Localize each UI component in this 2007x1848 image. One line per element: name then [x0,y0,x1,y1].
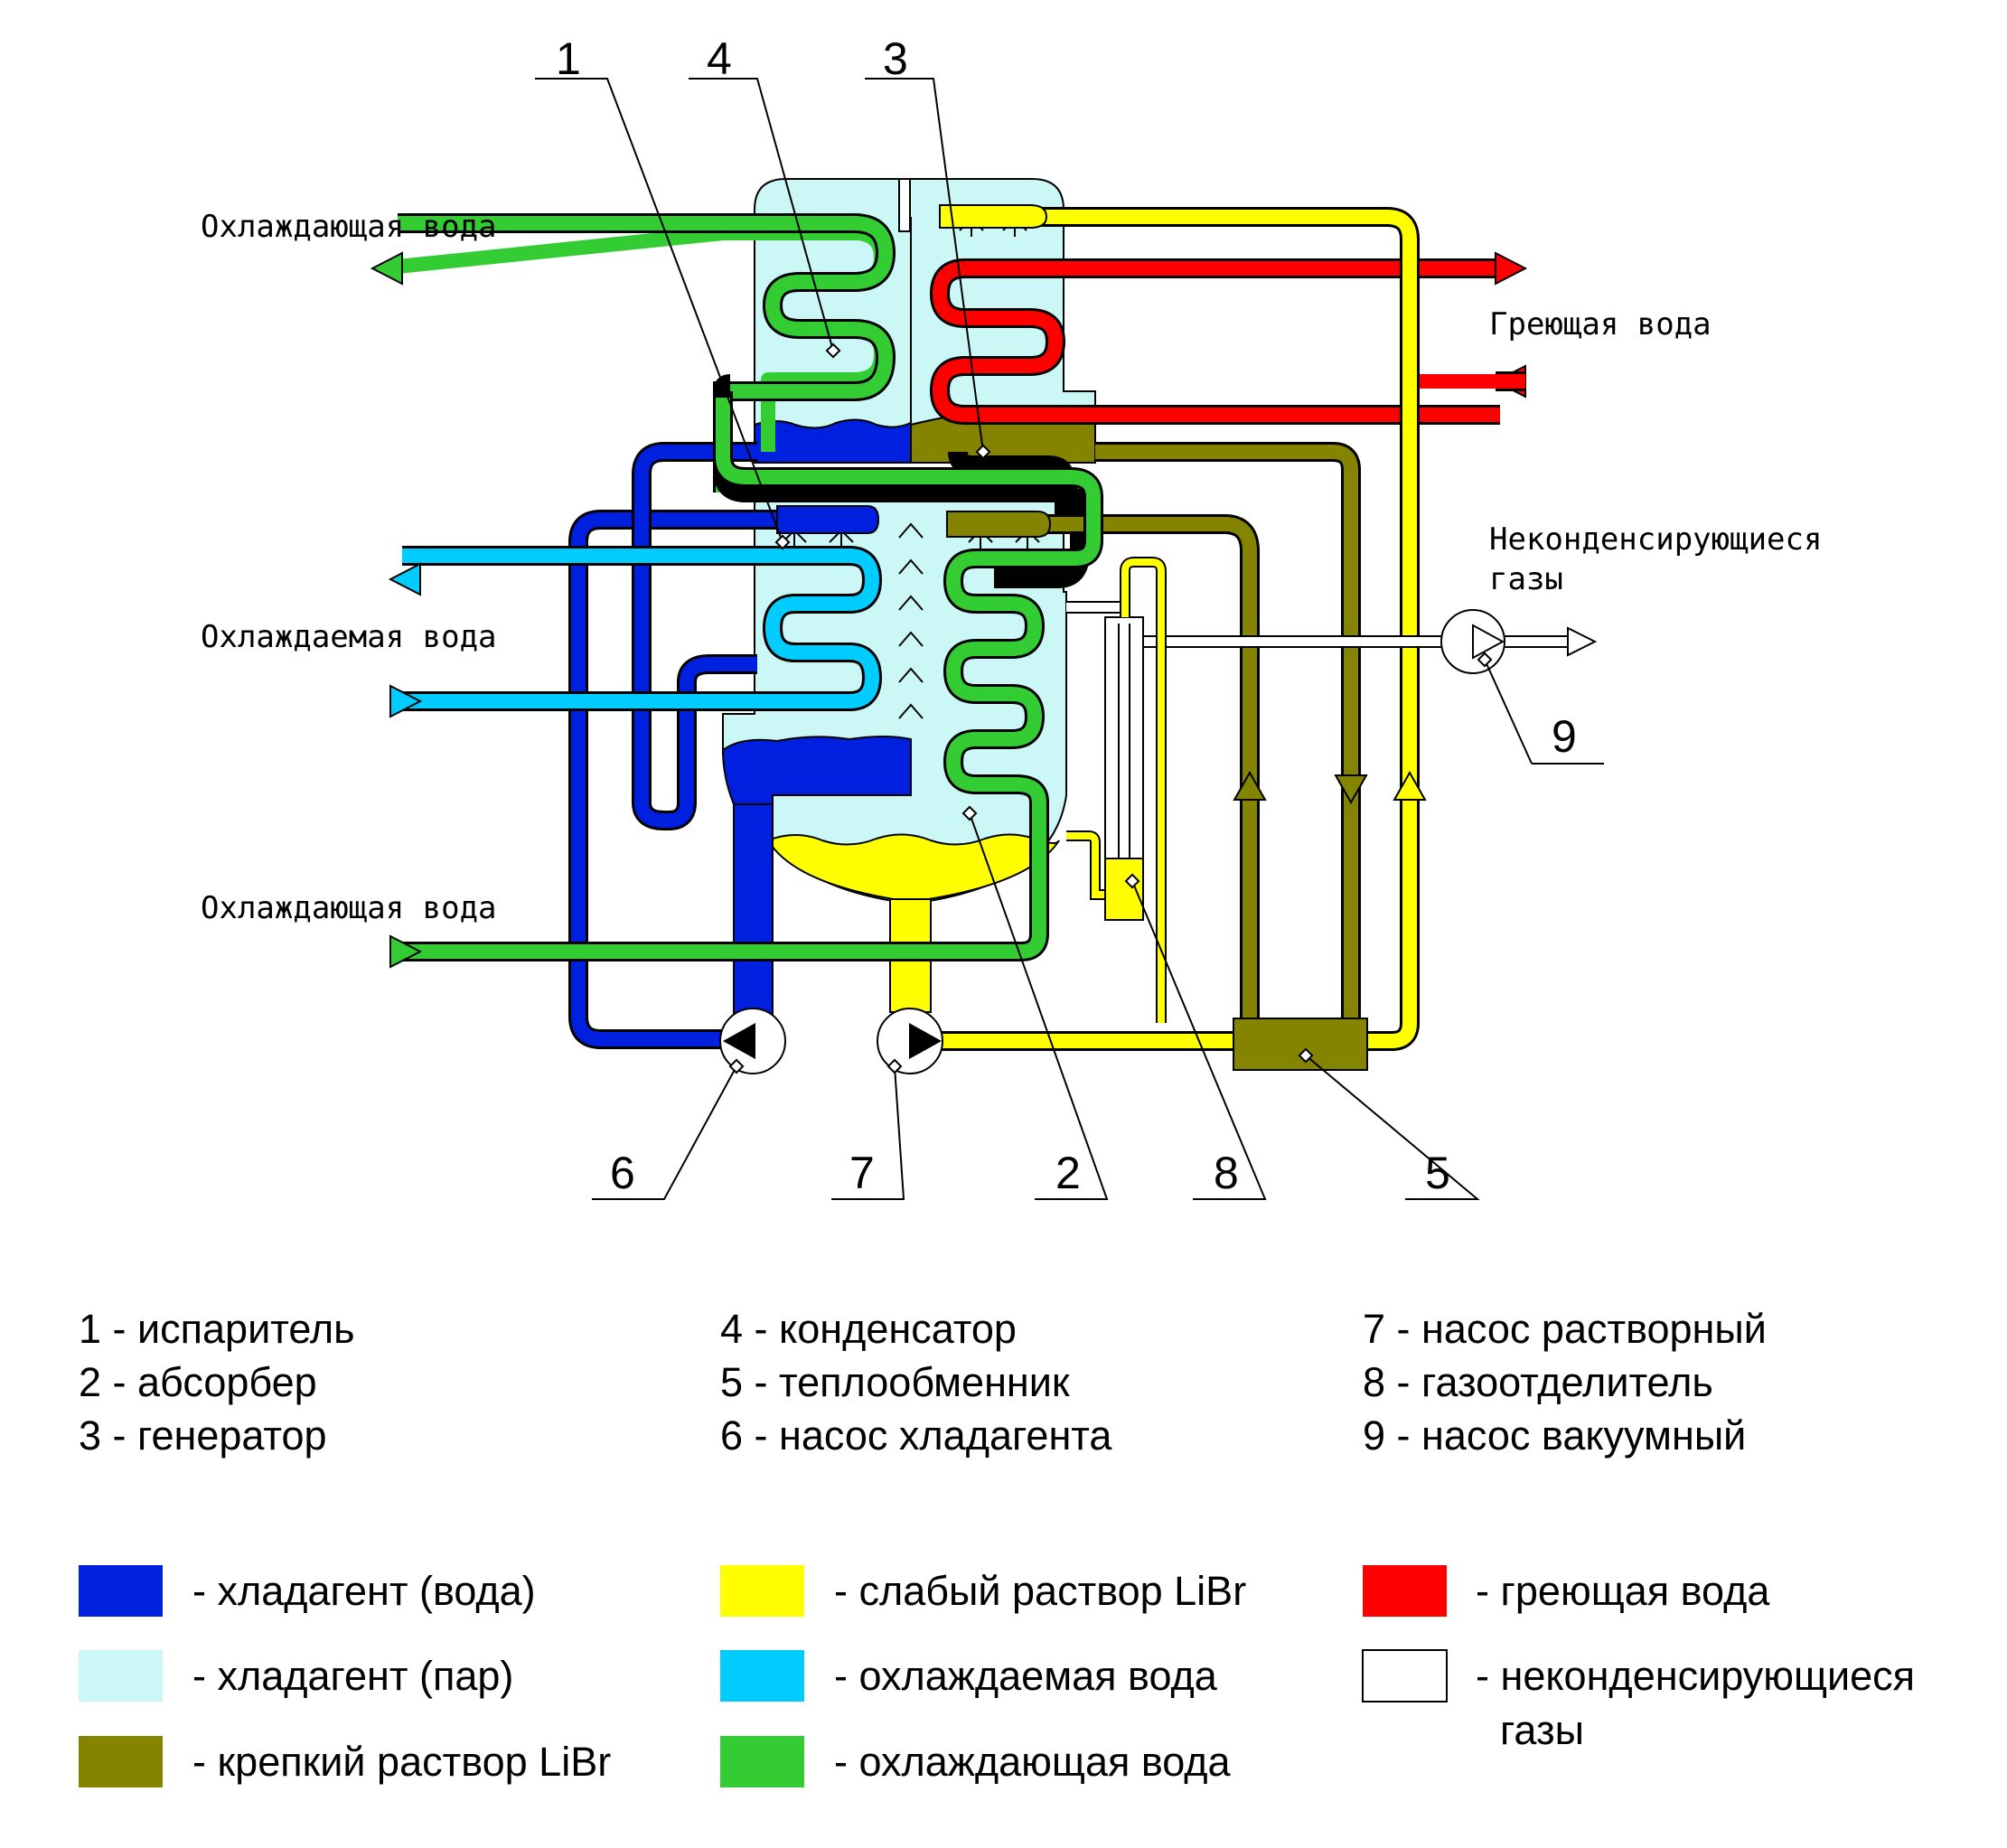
callout-8: 8 [1214,1148,1239,1198]
legend-text-continued: газы [1500,1707,1584,1753]
vessel-vent [898,178,911,232]
callout-3: 3 [883,33,908,84]
vacuum-pump [1440,609,1505,674]
component-item: 5 - теплообменник [720,1359,1070,1405]
chilled-water-in-arrow [389,684,423,718]
weak-solution-up-arrow [1393,770,1427,801]
strong-solution-down-arrow [1334,774,1368,805]
callout-9: 9 [1552,711,1577,762]
component-item: 6 - насос хладагента [720,1412,1112,1459]
component-item: 2 - абсорбер [79,1359,317,1405]
component-item: 7 - насос растворный [1363,1306,1767,1352]
absorber-weak-solution [766,833,1060,904]
leader-markers [728,342,1493,1074]
component-item: 1 - испаритель [79,1306,355,1352]
solution-pump [877,1008,943,1074]
refrigerant-pump [719,1008,786,1074]
noncondensable-gas-arrow [1567,626,1598,657]
label-noncondensable-2: газы [1489,561,1563,597]
legend-text: - крепкий раствор LiBr [192,1739,611,1785]
strong-solution-up-arrow [1233,770,1267,801]
callout-1: 1 [556,33,581,84]
refrigerant-pump-riser [733,803,774,1022]
cooling-water-in-arrow [389,934,423,969]
legend-text: - неконденсирующиеся [1476,1653,1915,1699]
callout-4: 4 [707,33,732,84]
component-item: 4 - конденсатор [720,1306,1017,1352]
callout-5: 5 [1425,1148,1450,1198]
legend-text: - хладагент (пар) [192,1653,513,1699]
legend-swatch [79,1565,163,1617]
heat-exchanger [1233,1018,1368,1071]
condenser-refrigerant-pool [754,418,912,464]
legend-swatch [79,1736,163,1787]
legend-swatch [720,1650,804,1702]
callout-6: 6 [610,1148,635,1198]
legend-text: - охлаждаемая вода [834,1653,1218,1699]
legend-swatch [1362,1649,1448,1703]
callout-2: 2 [1055,1148,1081,1198]
label-cooling-water-top: Охлаждающая вода [201,209,497,245]
cooling-water-outlet-arrow [370,251,403,286]
legend-swatch [720,1565,804,1617]
label-noncondensable-1: Неконденсирующиеся [1489,521,1822,558]
cooling-water-crossover [713,391,1090,588]
legend-text: - греющая вода [1476,1568,1770,1614]
chilled-water-out-arrow [388,562,421,596]
legend-swatch [79,1650,163,1702]
component-item: 8 - газоотделитель [1363,1359,1713,1405]
legend-swatch [1363,1565,1447,1617]
label-chilled-water: Охлаждаемая вода [201,619,497,655]
color-legend: - хладагент (вода) - хладагент (пар) - к… [79,1565,1915,1787]
callout-7: 7 [849,1148,875,1198]
legend-text: - охлаждающая вода [834,1739,1232,1785]
component-item: 9 - насос вакуумный [1363,1412,1746,1459]
component-item: 3 - генератор [79,1412,327,1459]
label-cooling-water-bottom: Охлаждающая вода [201,890,497,926]
label-heating-water: Греющая вода [1489,306,1712,342]
legend-text: - слабый раствор LiBr [834,1568,1246,1614]
heating-water-out-arrow [1495,251,1528,286]
leader-lines [535,78,1604,1200]
legend-swatch [720,1736,804,1787]
component-list: 1 - испаритель 2 - абсорбер 3 - генерато… [79,1306,1767,1459]
legend-text: - хладагент (вода) [192,1568,536,1614]
